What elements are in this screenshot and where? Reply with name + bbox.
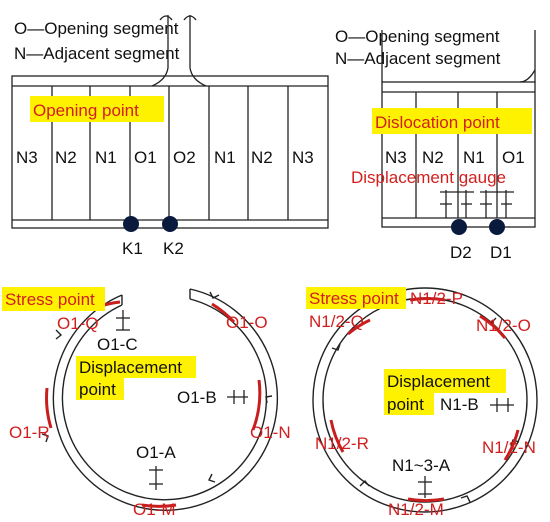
displacement-gauge-icons — [440, 190, 514, 218]
legend-opening-segment: O—Opening segment — [14, 19, 179, 38]
segment-label: O2 — [173, 148, 196, 167]
segment-label: N2 — [251, 148, 273, 167]
left-ring-lining — [52, 288, 279, 511]
displacement-point-highlight-2 — [76, 378, 124, 400]
displacement-label-line-2: point — [79, 380, 116, 399]
displacement-gauge-icon — [116, 310, 130, 331]
segment-label: N1 — [463, 148, 485, 167]
displacement-gauge-icon — [418, 476, 432, 498]
left-tunnel-panel: O—Opening segment N—Adjacent segment Ope… — [11, 15, 329, 258]
point-label-o1-q: O1-Q — [57, 314, 99, 333]
legend-adjacent-segment: N—Adjacent segment — [335, 49, 501, 68]
gauge-marker-k1 — [123, 216, 139, 232]
segment-label: N1 — [214, 148, 236, 167]
displacement-label-line-1: Displacement — [79, 358, 182, 377]
right-ring-panel: Stress point N1/2-P N1/2-Q N1/2-O Displa… — [306, 287, 538, 519]
point-label-n1-b: N1-B — [440, 395, 479, 414]
opening-shaft — [151, 15, 207, 87]
displacement-point-highlight-1 — [76, 356, 196, 378]
point-label-n1-2-p: N1/2-P — [410, 289, 463, 308]
opening-point-highlight — [30, 96, 164, 122]
point-label-n1-2-q: N1/2-Q — [309, 312, 364, 331]
dislocation-point-highlight — [372, 108, 532, 134]
stress-point-label: Stress point — [5, 290, 95, 309]
left-ring-stress-arcs — [45, 300, 262, 508]
displacement-point-highlight-2 — [384, 393, 434, 415]
left-ring-panel: Stress point O1-Q O1-O O1-C Displacement… — [2, 287, 291, 519]
left-ring-joints — [41, 291, 273, 483]
point-label-o1-b: O1-B — [177, 388, 217, 407]
segment-label: N2 — [55, 148, 77, 167]
segment-label: N3 — [16, 148, 38, 167]
stress-point-highlight — [306, 287, 406, 309]
gauge-label-d1: D1 — [490, 243, 512, 262]
point-label-n1-2-m: N1/2-M — [388, 500, 444, 519]
displacement-point-highlight-1 — [384, 369, 506, 393]
gauge-marker-d2 — [451, 219, 467, 235]
gauge-marker-d1 — [489, 219, 505, 235]
gauge-label-k1: K1 — [122, 239, 143, 258]
point-label-o1-n: O1-N — [250, 423, 291, 442]
opening-point-label: Opening point — [33, 101, 139, 120]
segment-label: N1 — [95, 148, 117, 167]
right-segment-labels: N3 N2 N1 O1 — [385, 148, 525, 167]
displacement-gauge-icon — [227, 390, 248, 404]
stress-point-highlight — [2, 287, 105, 311]
point-label-o1-r: O1-R — [9, 423, 50, 442]
displacement-label-line-2: point — [387, 395, 424, 414]
point-label-o1-o: O1-O — [226, 313, 268, 332]
point-label-o1-a: O1-A — [136, 443, 176, 462]
gauge-marker-k2 — [162, 216, 178, 232]
displacement-gauge-label: Displacement gauge — [351, 168, 506, 187]
point-label-n1-3-a: N1~3-A — [392, 456, 451, 475]
point-label-o1-c: O1-C — [97, 335, 138, 354]
displacement-gauge-icon — [490, 398, 514, 412]
segment-label: O1 — [502, 148, 525, 167]
segment-label: N3 — [385, 148, 407, 167]
gauge-label-k2: K2 — [163, 239, 184, 258]
segment-label: N2 — [422, 148, 444, 167]
point-label-n1-2-n: N1/2-N — [482, 438, 536, 457]
point-label-o1-m: O1-M — [133, 500, 176, 519]
right-ring-stress-arcs — [329, 297, 520, 503]
legend-adjacent-segment: N—Adjacent segment — [14, 44, 180, 63]
stress-point-label: Stress point — [309, 289, 399, 308]
gauge-label-d2: D2 — [450, 243, 472, 262]
segment-label: O1 — [134, 148, 157, 167]
left-segment-labels: N3 N2 N1 O1 O2 N1 N2 N3 — [16, 148, 314, 167]
point-label-n1-2-o: N1/2-O — [476, 316, 531, 335]
segment-label: N3 — [292, 148, 314, 167]
displacement-label-line-1: Displacement — [387, 372, 490, 391]
displacement-gauge-icon — [149, 466, 163, 490]
dislocation-point-label: Dislocation point — [375, 113, 500, 132]
right-tunnel-panel: O—Opening segment N—Adjacent segment Dis… — [335, 27, 536, 262]
legend-opening-segment: O—Opening segment — [335, 27, 500, 46]
point-label-n1-2-r: N1/2-R — [315, 434, 369, 453]
